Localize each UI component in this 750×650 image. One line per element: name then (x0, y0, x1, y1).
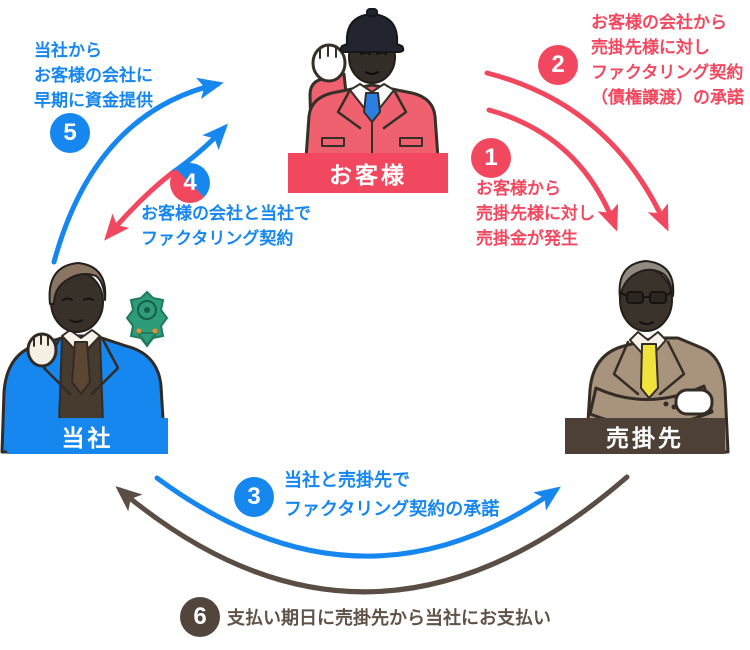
arrow-step-3 (154, 475, 561, 559)
actor-label-debtor: 売掛先 (565, 418, 725, 454)
glasses-icon (620, 291, 672, 304)
step-note-1: お客様から 売掛先様に対し 売掛金が発生 (476, 179, 595, 248)
arrow-step-6 (115, 474, 630, 595)
step-badge-1: 1 (471, 138, 511, 178)
step-note-4: お客様の会社と当社で ファクタリング契約 (141, 204, 311, 248)
step-note-5: 当社から お客様の会社に 早期に資金提供 (34, 41, 153, 110)
flow-arrows (51, 70, 669, 595)
step-badge-5: 5 (50, 113, 90, 153)
actor-label-our-company: 当社 (7, 418, 168, 454)
company-crest-icon (125, 290, 169, 348)
step-badge-6: 6 (180, 597, 220, 637)
customer-illustration (303, 8, 441, 174)
arrow-step-4-to-company (104, 170, 175, 241)
step-badge-3: 3 (234, 477, 274, 517)
step-badge-2: 2 (538, 45, 578, 85)
arrow-step-1 (486, 107, 619, 232)
step-note-6: 支払い期日に売掛先から当社にお支払い (227, 608, 551, 628)
actor-label-customer: お客様 (288, 153, 448, 193)
helmet-icon (339, 13, 405, 53)
step-note-2: お客様の会社から 売掛先様に対し ファクタリング契約 （債権譲渡）の承諾 (591, 13, 744, 107)
arrow-step-2 (484, 70, 669, 232)
step-badge-4: 4 (170, 163, 210, 203)
arrow-step-5 (51, 77, 224, 265)
step-note-3: 当社と売掛先で ファクタリング契約の承諾 (284, 470, 500, 519)
